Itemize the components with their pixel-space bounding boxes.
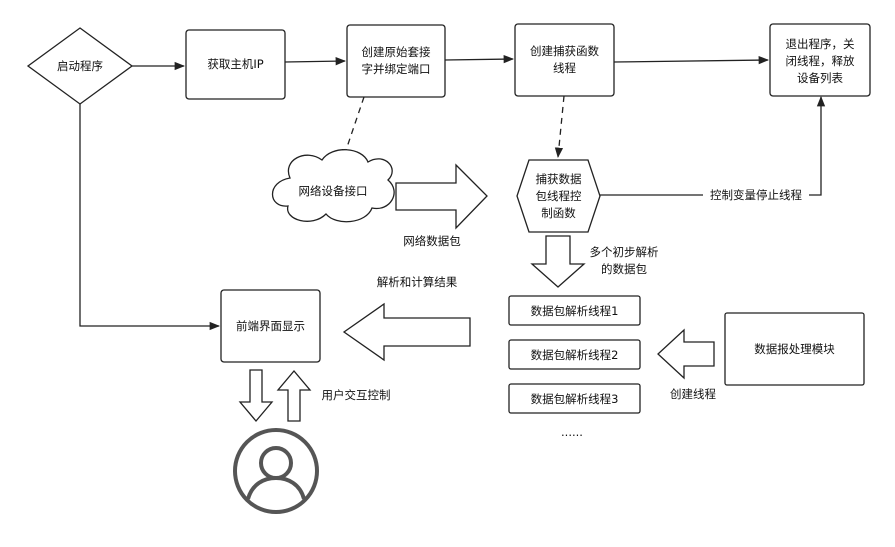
parse-thread-1: 数据包解析线程1 [508, 295, 641, 326]
user-avatar-icon [233, 428, 319, 514]
processing-module-node: 数据报处理模块 [724, 312, 865, 386]
block-arrows [238, 163, 715, 423]
network-interface-cloud: 网络设备接口 [272, 149, 395, 223]
frontend-node: 前端界面显示 [220, 289, 321, 363]
raw-socket-line2: 字并绑定端口 [362, 62, 431, 76]
label-parse-results: 解析和计算结果 [377, 275, 458, 289]
capture-control-line3: 制函数 [541, 206, 576, 220]
block-arrow-user-up [276, 369, 312, 422]
processing-module-label: 数据报处理模块 [754, 342, 835, 356]
edge-capture-to-control-dashed [554, 95, 565, 159]
start-node: 启动程序 [26, 27, 134, 105]
raw-socket-node: 创建原始套接 字并绑定端口 [346, 24, 446, 98]
label-multiple-parsed-line1: 多个初步解析 [590, 245, 659, 259]
block-arrow-packets-right [395, 163, 488, 230]
edge-socket-to-capture [444, 54, 515, 64]
parse-thread-2-label: 数据包解析线程2 [531, 348, 619, 362]
capture-control-line1: 捕获数据 [536, 172, 582, 186]
label-network-packets: 网络数据包 [403, 234, 461, 248]
block-arrow-user-down [238, 369, 274, 423]
parse-thread-1-label: 数据包解析线程1 [531, 304, 619, 318]
parse-thread-2: 数据包解析线程2 [508, 339, 641, 370]
get-ip-label: 获取主机IP [207, 57, 263, 71]
parse-thread-3: 数据包解析线程3 [508, 383, 641, 414]
raw-socket-line1: 创建原始套接 [362, 45, 431, 59]
block-arrow-create-threads-left [657, 328, 715, 380]
block-arrow-results-left [342, 302, 471, 362]
exit-line3: 设备列表 [797, 71, 843, 85]
capture-control-line2: 包线程控 [536, 189, 582, 203]
exit-node: 退出程序，关 闭线程，释放 设备列表 [769, 23, 871, 97]
label-create-threads: 创建线程 [670, 387, 716, 401]
exit-line2: 闭线程，释放 [786, 54, 855, 68]
edge-control-to-exit [600, 95, 826, 196]
block-arrow-parsed-down [530, 235, 586, 288]
parse-threads-ellipsis: ...... [561, 425, 583, 439]
edge-getip-to-socket [284, 56, 347, 66]
exit-line1: 退出程序，关 [786, 37, 855, 51]
capture-thread-node: 创建捕获函数 线程 [514, 23, 615, 97]
network-interface-label: 网络设备接口 [299, 184, 368, 198]
label-control-stop: 控制变量停止线程 [710, 188, 802, 202]
label-user-interaction: 用户交互控制 [322, 388, 391, 402]
edge-start-to-frontend [79, 104, 221, 331]
capture-thread-line1: 创建捕获函数 [530, 44, 599, 58]
start-label: 启动程序 [57, 59, 103, 73]
label-multiple-parsed-line2: 的数据包 [601, 262, 647, 276]
parse-thread-3-label: 数据包解析线程3 [531, 392, 619, 406]
connectors [79, 54, 826, 331]
capture-thread-line2: 线程 [553, 61, 576, 75]
capture-control-node: 捕获数据 包线程控 制函数 [516, 159, 601, 233]
get-ip-node: 获取主机IP [185, 29, 286, 100]
edge-capture-to-exit [613, 55, 770, 65]
frontend-label: 前端界面显示 [236, 319, 305, 333]
